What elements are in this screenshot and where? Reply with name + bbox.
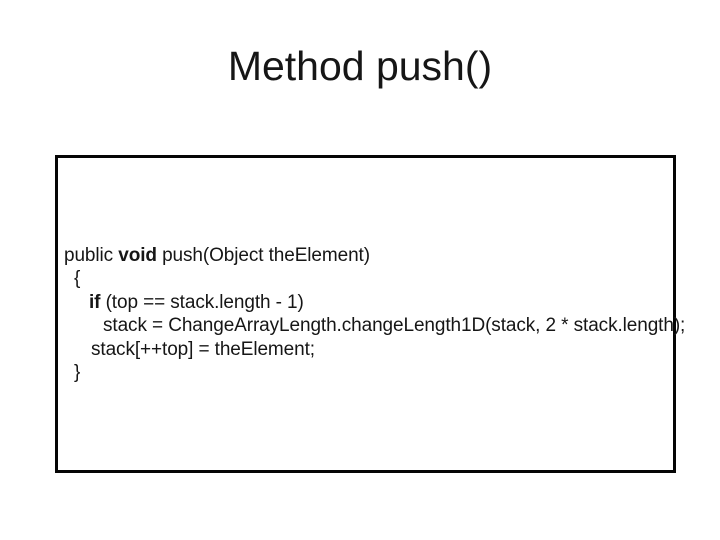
code-line: } <box>64 361 685 384</box>
code-text: public <box>64 245 119 266</box>
code-text: stack[++top] = theElement; <box>91 338 315 360</box>
slide-title: Method push() <box>227 43 493 89</box>
code-text: push(Object theElement) <box>156 245 370 266</box>
code-line: stack = ChangeArrayLength.changeLength1D… <box>64 314 685 337</box>
code-box: public void push(Object theElement){if (… <box>55 155 685 473</box>
code-keyword: if <box>89 291 101 313</box>
code-line: public void push(Object theElement) <box>64 244 685 267</box>
code-keyword: void <box>118 245 157 266</box>
code-line: if (top == stack.length - 1) <box>64 291 685 314</box>
code-text: (top == stack.length - 1) <box>100 291 304 313</box>
code-block: public void push(Object theElement){if (… <box>64 244 685 384</box>
code-line: stack[++top] = theElement; <box>64 338 685 361</box>
code-text: { <box>74 268 81 290</box>
code-line: { <box>64 267 685 290</box>
code-text: } <box>74 361 81 383</box>
code-text: stack = ChangeArrayLength.changeLength1D… <box>103 315 686 337</box>
